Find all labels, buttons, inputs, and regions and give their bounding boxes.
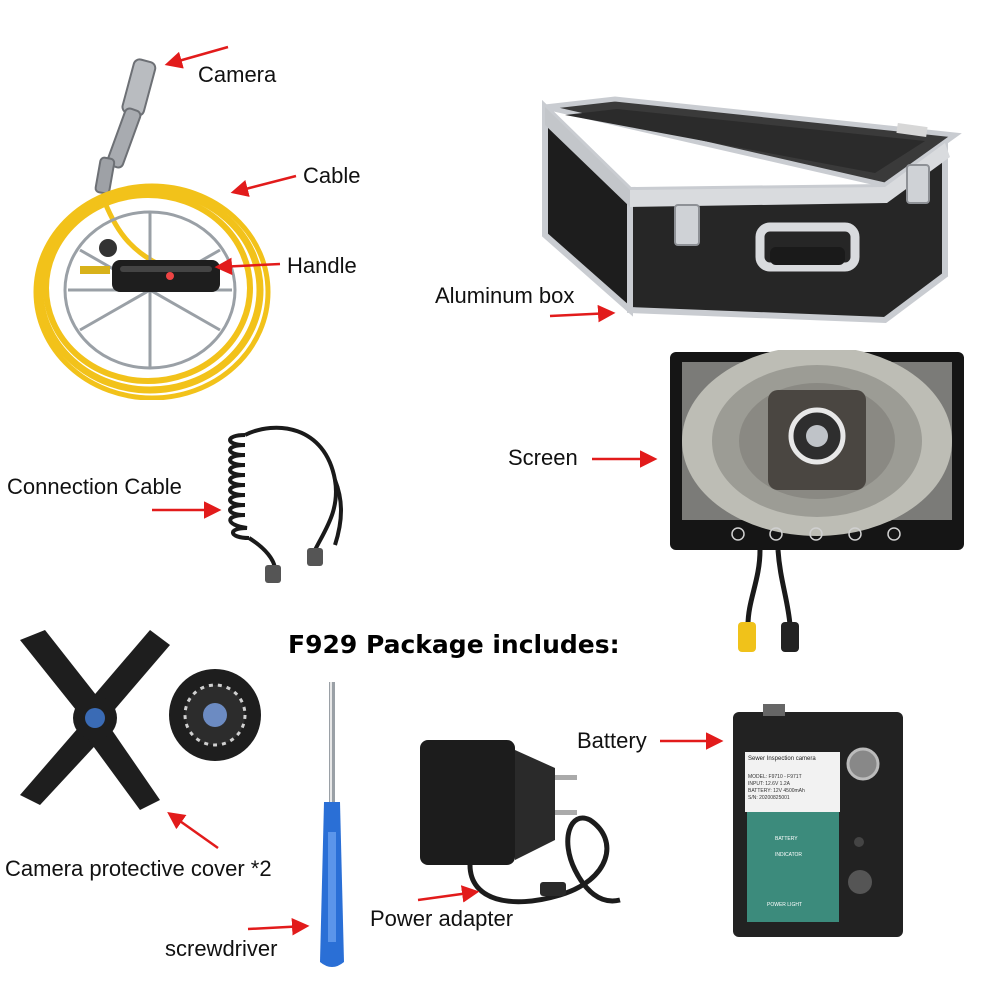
- package-title: F929 Package includes:: [288, 630, 620, 659]
- cable-reel-photo: [33, 58, 271, 400]
- camera-head: [94, 58, 157, 195]
- battery-photo: [733, 704, 903, 937]
- handle-label: Handle: [287, 253, 357, 278]
- aluminum-box-label: Aluminum box: [435, 283, 575, 308]
- monitor-screen-photo: [670, 350, 964, 652]
- screwdriver-photo: [320, 682, 344, 967]
- cable-label: Cable: [303, 163, 361, 188]
- power-adapter-label: Power adapter: [370, 906, 514, 931]
- screen-button-icons: [731, 527, 901, 541]
- screwdriver-label: screwdriver: [165, 936, 278, 961]
- screen-label: Screen: [508, 445, 578, 470]
- aluminum-box-photo: [542, 96, 962, 324]
- camera-label: Camera: [198, 62, 277, 87]
- battery-led-label: INDICATOR: [775, 852, 803, 858]
- battery-panel-line: S/N: 20200825001: [748, 795, 790, 801]
- battery-panel-line: INPUT: 12.6V 1.2A: [748, 781, 790, 787]
- battery-led-label: POWER LIGHT: [767, 902, 803, 908]
- power-adapter-photo: [420, 740, 621, 905]
- battery-panel-header: Sewer Inspection camera: [748, 756, 816, 762]
- connection-cable-label: Connection Cable: [7, 474, 182, 499]
- reel-handle: [80, 239, 220, 292]
- protective-cover-label: Camera protective cover *2: [5, 856, 272, 881]
- connection-cable-photo: [228, 425, 343, 583]
- battery-led-label: BATTERY: [775, 836, 798, 842]
- battery-panel-line: MODEL: F9710 - F971T: [748, 774, 802, 780]
- protective-cover-photo: [20, 630, 261, 810]
- battery-panel-line: BATTERY: 12V 4500mAh: [748, 788, 805, 794]
- battery-label: Battery: [577, 728, 647, 753]
